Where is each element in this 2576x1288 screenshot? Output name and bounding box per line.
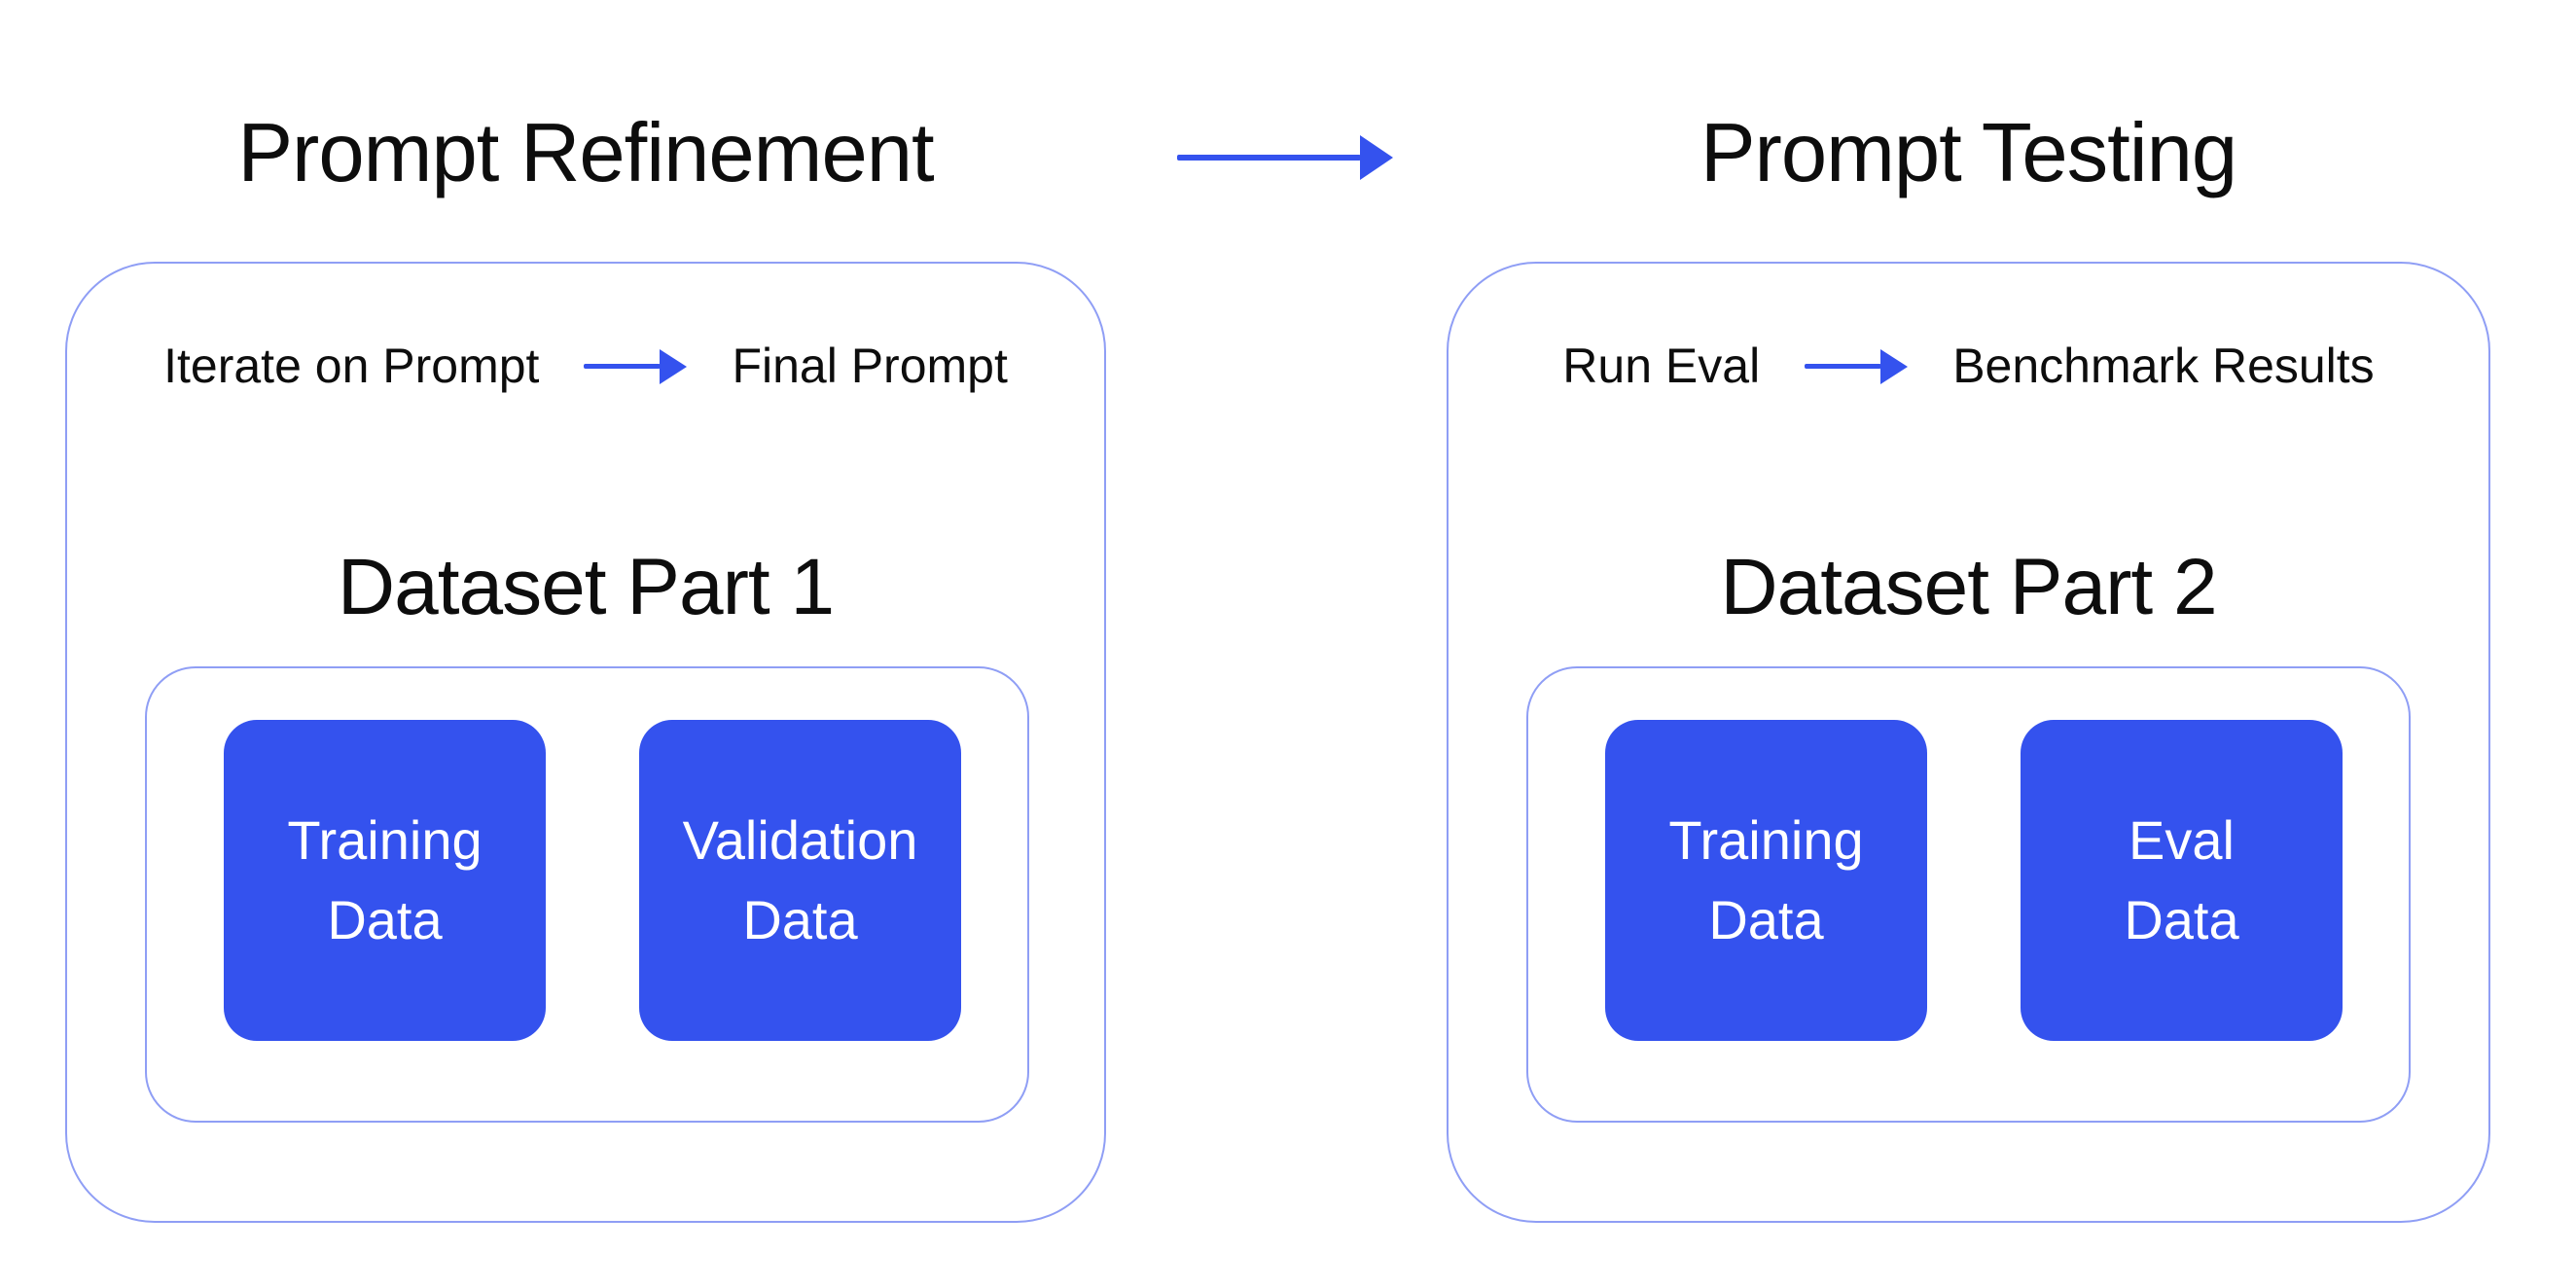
dataset-box-part-2: Training Data Eval Data [1526,666,2411,1123]
section-box-prompt-testing: Run Eval Benchmark Results Dataset Part … [1447,262,2490,1223]
data-box-label-line: Validation [682,809,918,871]
arrow-line [1177,155,1361,161]
data-box-label-line: Data [1708,889,1824,950]
flow-to-label: Benchmark Results [1952,339,2375,393]
section-box-prompt-refinement: Iterate on Prompt Final Prompt Dataset P… [65,262,1106,1223]
data-box-label-line: Training [287,809,483,871]
arrow-line [584,364,662,370]
flow-row-refinement: Iterate on Prompt Final Prompt [67,339,1104,395]
dataset-heading-part-2: Dataset Part 2 [1720,543,2217,631]
flow-from-label: Iterate on Prompt [163,339,540,393]
data-box-label-line: Data [742,889,858,950]
section-title-prompt-refinement: Prompt Refinement [237,107,934,199]
arrow-right-icon [1805,347,1909,386]
arrow-right-icon [584,347,688,386]
data-box-training: Training Data [1605,720,1927,1041]
section-title-prompt-testing: Prompt Testing [1699,107,2237,199]
data-box-validation: Validation Data [639,720,961,1041]
dataset-heading-part-1: Dataset Part 1 [337,543,835,631]
arrow-right-icon [1177,132,1393,183]
data-box-eval: Eval Data [2021,720,2343,1041]
dataset-box-part-1: Training Data Validation Data [145,666,1029,1123]
data-box-label-line: Training [1668,809,1864,871]
data-box-label-line: Eval [2129,809,2235,871]
arrow-head [660,348,688,384]
arrow-line [1805,364,1882,370]
arrow-head [1360,135,1393,180]
flow-to-label: Final Prompt [732,339,1008,393]
data-box-label-line: Data [2124,889,2239,950]
data-box-label-line: Data [327,889,443,950]
arrow-head [1880,348,1909,384]
flow-row-testing: Run Eval Benchmark Results [1449,339,2488,395]
flow-from-label: Run Eval [1562,339,1761,393]
data-box-training: Training Data [224,720,546,1041]
